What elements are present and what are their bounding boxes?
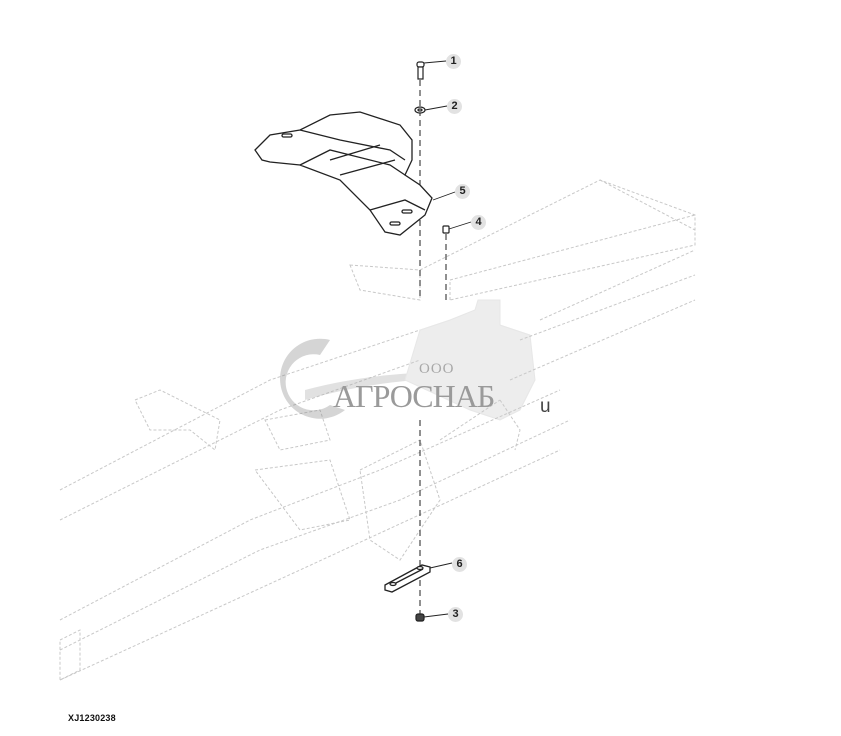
bolt-part (416, 61, 425, 80)
callout-5[interactable]: 5 (455, 184, 470, 199)
callout-3[interactable]: 3 (448, 607, 463, 622)
plate-part (384, 564, 431, 593)
figure-code: XJ1230238 (68, 713, 116, 723)
callout-1[interactable]: 1 (446, 54, 461, 69)
nut-part-3 (415, 613, 425, 622)
callout-2[interactable]: 2 (447, 99, 462, 114)
shield-bracket-part (254, 111, 433, 236)
watermark-company: АГРОСНАБ (333, 378, 495, 414)
leader-lines (423, 60, 472, 618)
frame-background (59, 179, 696, 681)
watermark-suffix: u (540, 396, 551, 417)
callout-4[interactable]: 4 (471, 215, 486, 230)
nut-part-4 (442, 225, 450, 234)
watermark-prefix: ООО (419, 361, 455, 377)
washer-part (414, 106, 426, 114)
watermark-graphic (280, 299, 536, 421)
callout-6[interactable]: 6 (452, 557, 467, 572)
